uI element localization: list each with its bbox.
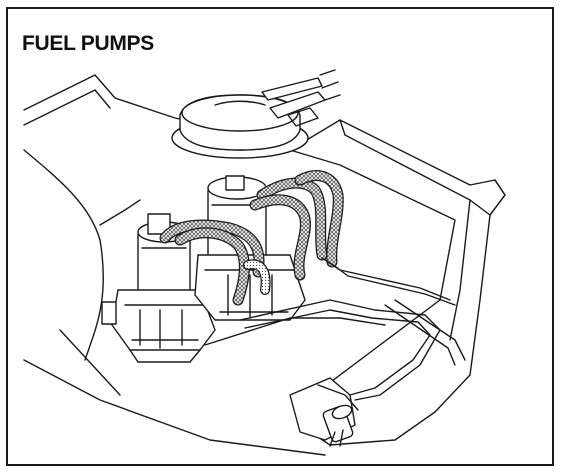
- braided-hoses: [159, 170, 344, 306]
- fuel-filter: [289, 377, 359, 447]
- heat-shield: [289, 119, 506, 446]
- tank-sender-unit: [171, 69, 341, 159]
- fuel-lines: [204, 257, 466, 401]
- figure-title: FUEL PUMPS: [22, 32, 154, 55]
